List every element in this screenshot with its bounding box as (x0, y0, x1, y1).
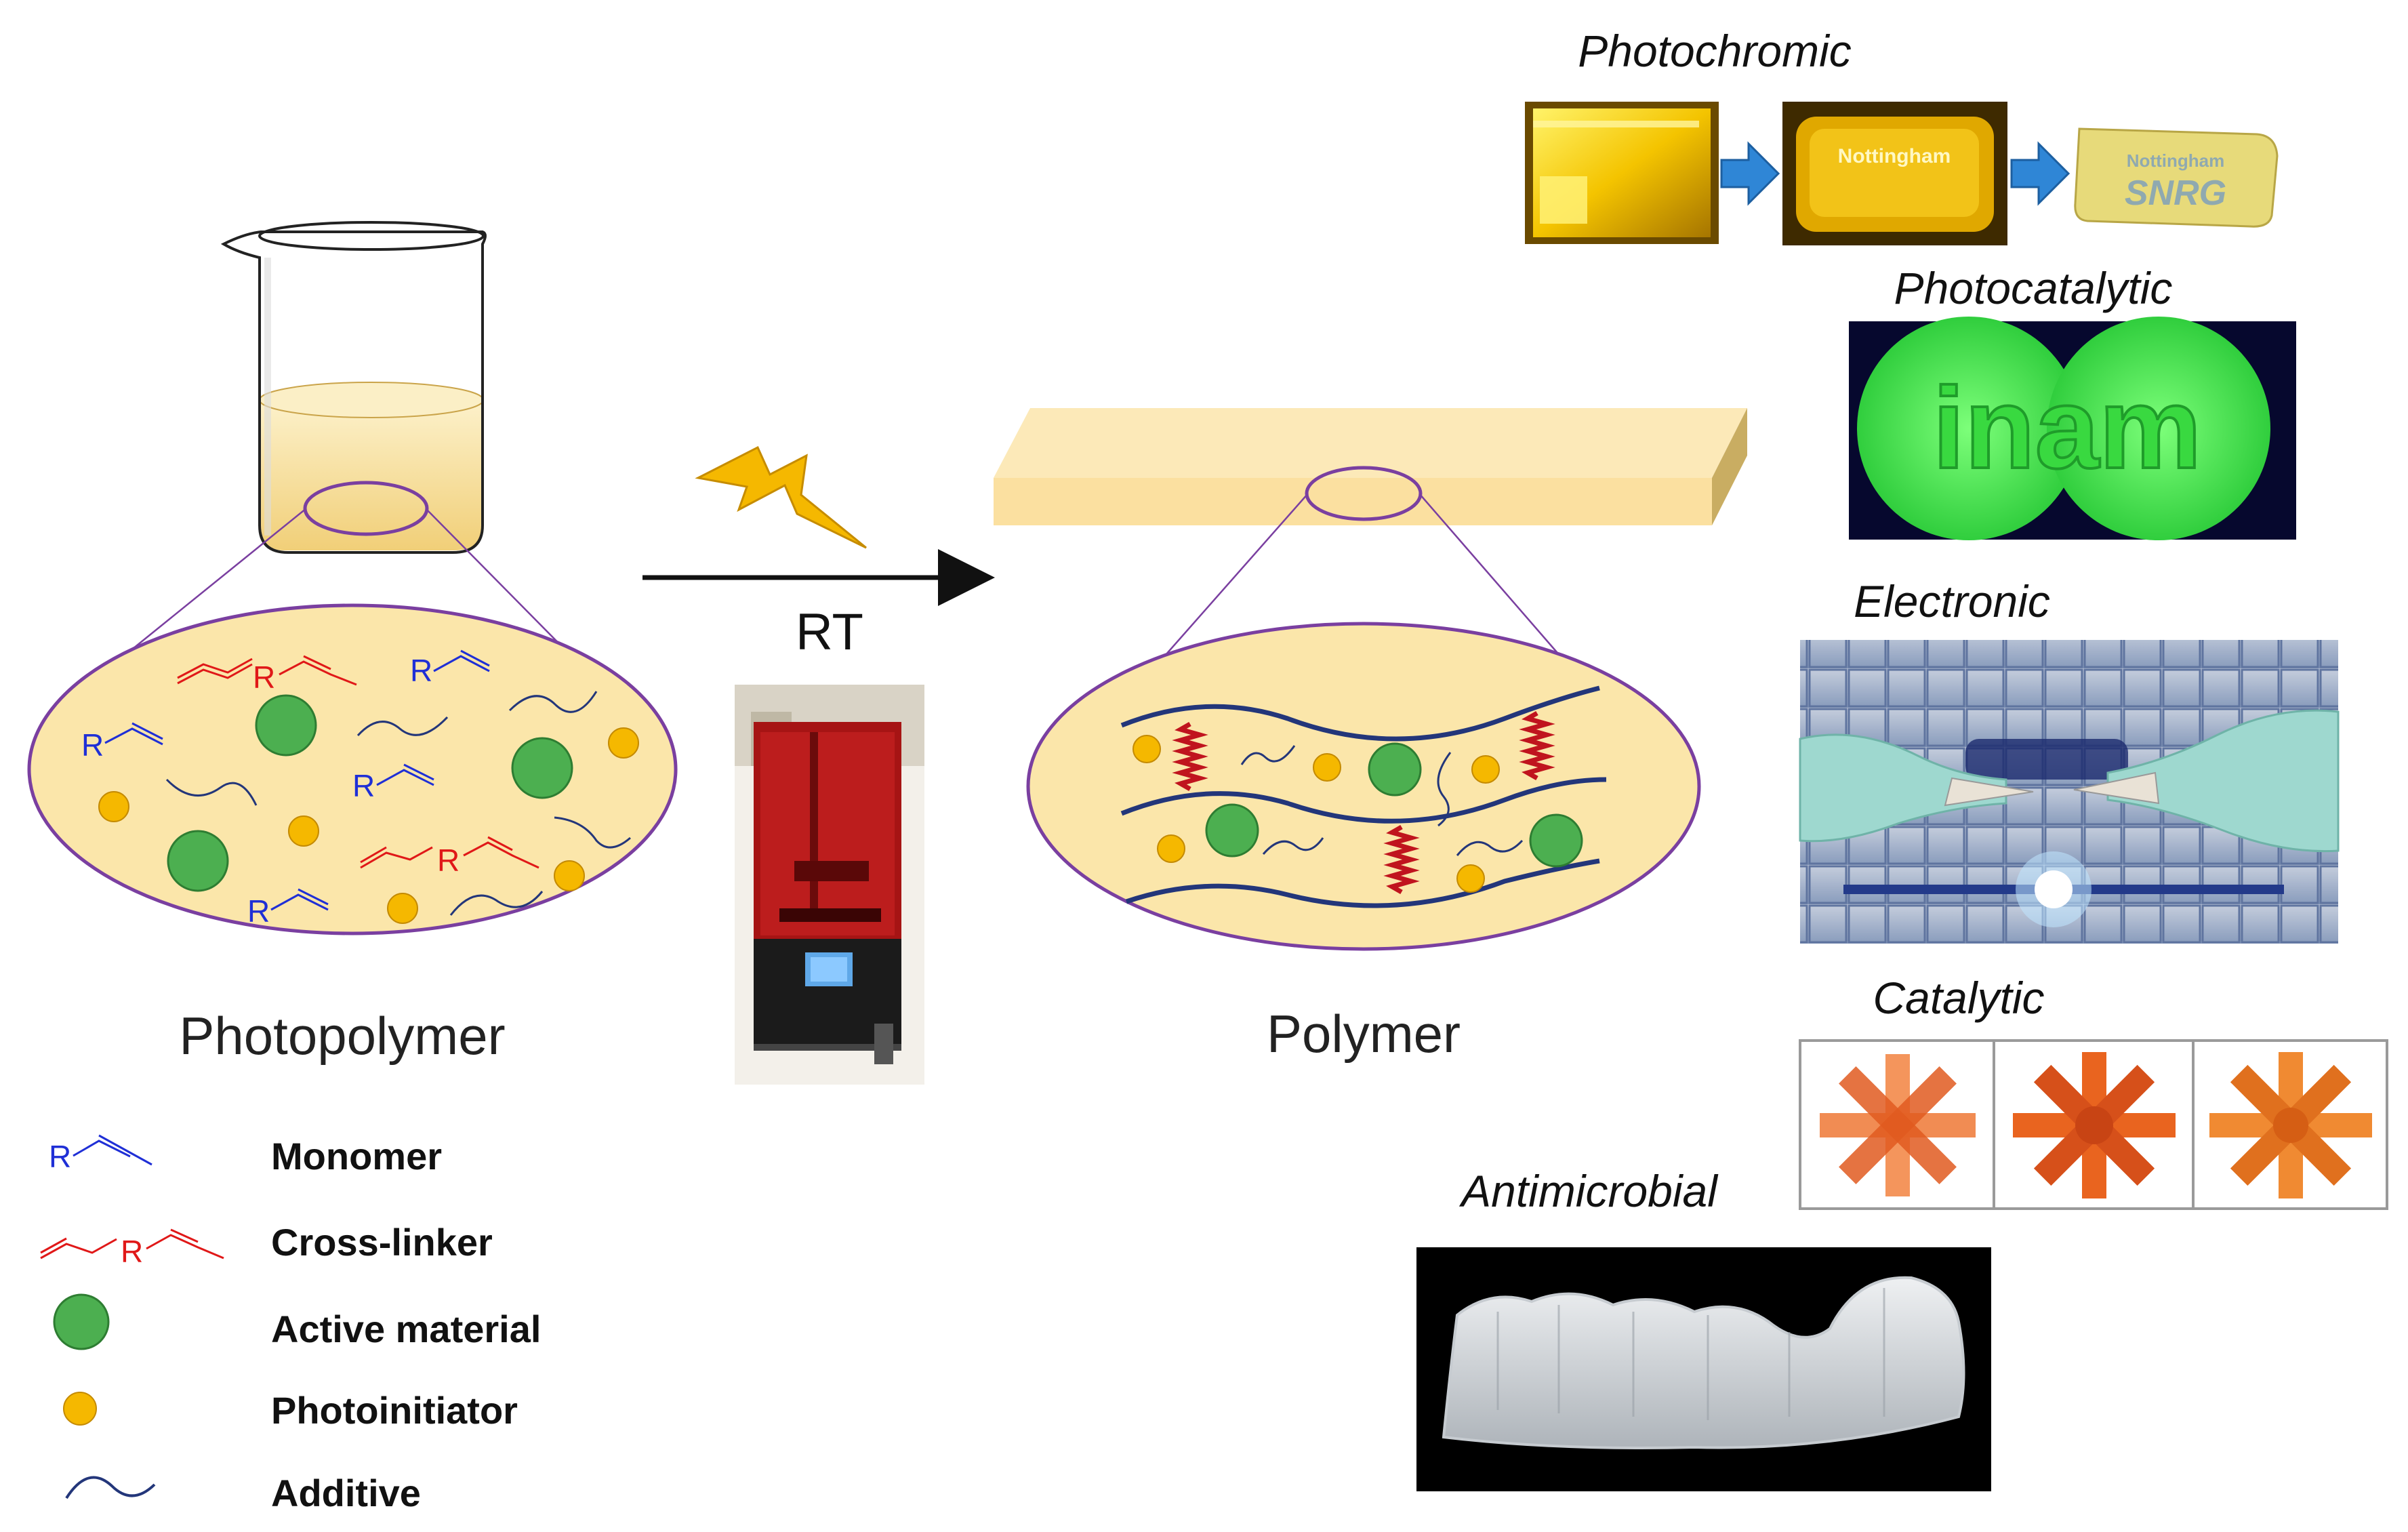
lightning-bolt-icon (695, 445, 867, 549)
3d-printer-photo (735, 685, 924, 1085)
photoinitiator-dot (288, 815, 319, 847)
photocatalytic-photo: inam (1849, 317, 2296, 540)
monomer-r: R (81, 727, 104, 763)
catalytic-label: Catalytic (1873, 973, 2044, 1023)
rt-label: RT (796, 603, 863, 661)
crosslink (1383, 824, 1420, 895)
photoinitiator-dot (1456, 864, 1485, 893)
arrow-right-icon (2010, 141, 2070, 206)
legend-item-monomer: R Monomer (49, 1134, 442, 1177)
polymer-label: Polymer (1267, 1004, 1461, 1064)
monomer-molecule: R (410, 649, 490, 688)
crosslinker-molecule: R (360, 836, 539, 878)
additive-chain (1240, 745, 1296, 765)
polymer-network (1026, 622, 1701, 951)
photopolymer-label: Photopolymer (179, 1006, 505, 1066)
arrow-right-icon (1720, 141, 1780, 206)
legend-item-active-material: Active material (53, 1293, 541, 1350)
legend-crosslinker-r: R (121, 1234, 143, 1269)
legend-item-photoinitiator: Photoinitiator (63, 1389, 518, 1432)
photoinitiator-dot (1157, 834, 1185, 863)
photopolymer-mixture: R R R R R R (27, 603, 678, 935)
additive-chain (1437, 752, 1452, 827)
additive-chain (554, 816, 631, 849)
legend-monomer-r: R (49, 1139, 71, 1174)
photoinitiator-dot (98, 791, 129, 822)
active-material-particle (167, 830, 229, 892)
antimicrobial-photo (1416, 1247, 1991, 1491)
active-material-particle (511, 737, 573, 799)
electronic-label: Electronic (1854, 576, 2050, 626)
legend-additive-label: Additive (271, 1472, 421, 1514)
polymer-slab (994, 408, 1747, 525)
beaker-icon (220, 221, 487, 554)
additive-chain (449, 891, 544, 916)
photocatalytic-label: Photocatalytic (1894, 263, 2173, 313)
electronic-photo (1799, 640, 2340, 944)
photoinitiator-dot (1313, 753, 1341, 782)
crosslink (1172, 721, 1208, 792)
photochromic-sample-text: Nottingham (1838, 145, 1951, 167)
crosslinker-r: R (253, 660, 275, 695)
monomer-r: R (352, 768, 375, 803)
active-material-particle (1368, 742, 1422, 797)
photochromic-label: Photochromic (1578, 26, 1852, 76)
photocatalytic-sample-text: inam (1933, 364, 2202, 493)
photoinitiator-dot (387, 893, 418, 924)
photoinitiator-dot (1471, 755, 1500, 784)
beaker-zoom-ellipse (303, 481, 429, 536)
additive-chain (1456, 839, 1524, 856)
photochromic-sample-text: Nottingham (2127, 150, 2224, 171)
monomer-r: R (247, 893, 270, 929)
photoinitiator-dot (1132, 735, 1161, 763)
photoinitiator-dot (608, 727, 639, 759)
legend-monomer-label: Monomer (271, 1135, 442, 1177)
polymer-backbone (1120, 685, 1600, 742)
monomer-molecule: R (352, 763, 434, 803)
legend-item-additive: Additive (65, 1472, 421, 1514)
crosslinker-molecule: R (177, 655, 357, 695)
legend-photoinitiator-label: Photoinitiator (271, 1389, 518, 1432)
monomer-molecule: R (81, 722, 163, 763)
additive-chain (508, 691, 598, 713)
active-material-particle (1529, 813, 1583, 868)
polymer-backbone (1120, 777, 1607, 824)
crosslinker-r: R (437, 843, 460, 878)
legend: R Monomer R Cross-linker Active material… (40, 1134, 541, 1514)
active-material-particle (255, 694, 317, 757)
additive-chain (1262, 837, 1324, 855)
photochromic-photos: Nottingham Nottingham SNRG (1525, 102, 2279, 245)
antimicrobial-label: Antimicrobial (1458, 1166, 1719, 1216)
legend-active-material-label: Active material (271, 1308, 541, 1350)
legend-item-crosslinker: R Cross-linker (40, 1221, 493, 1269)
active-material-particle (1205, 803, 1259, 858)
additive-chain (165, 778, 258, 806)
photochromic-sample-label: SNRG (2125, 174, 2226, 213)
additive-chain (356, 716, 449, 737)
crosslink (1519, 710, 1555, 781)
photoinitiator-dot (554, 860, 585, 891)
monomer-molecule: R (247, 888, 329, 929)
slab-zoom-ellipse (1305, 466, 1423, 521)
legend-crosslinker-label: Cross-linker (271, 1221, 493, 1264)
polymer-backbone (1125, 858, 1600, 908)
monomer-r: R (410, 653, 432, 688)
catalytic-photos (1799, 1039, 2388, 1210)
